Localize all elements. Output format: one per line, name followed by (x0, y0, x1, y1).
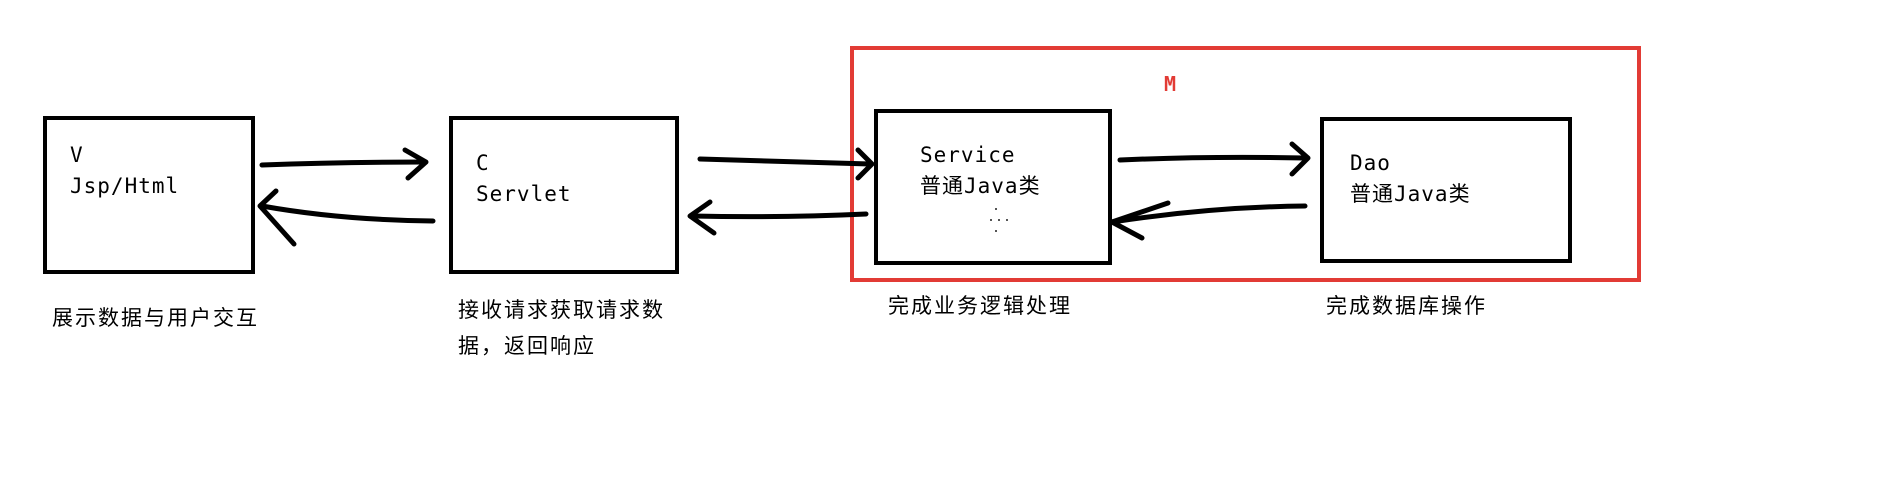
arrow-service-to-dao (1117, 141, 1311, 177)
view-technology: Jsp/Html (70, 174, 180, 198)
model-group-label: M (1164, 72, 1177, 96)
service-box-label: Service 普通Java类 (920, 140, 1041, 202)
service-box-dots (990, 208, 1008, 232)
view-layer-letter: V (70, 143, 84, 167)
arrow-service-to-controller (687, 199, 869, 236)
controller-caption-line2: 据，返回响应 (458, 334, 596, 358)
controller-box-label: C Servlet (476, 148, 572, 210)
controller-caption: 接收请求获取请求数 据，返回响应 (458, 292, 665, 364)
arrow-dao-to-service (1109, 200, 1308, 241)
service-name: Service (920, 143, 1016, 167)
dao-caption: 完成数据库操作 (1326, 294, 1487, 318)
dao-box (1320, 117, 1572, 263)
controller-technology: Servlet (476, 182, 572, 206)
dao-description: 普通Java类 (1350, 182, 1471, 206)
arrow-controller-to-view (257, 188, 436, 247)
controller-caption-line1: 接收请求获取请求数 (458, 298, 665, 322)
controller-layer-letter: C (476, 151, 490, 175)
view-caption: 展示数据与用户交互 (52, 306, 259, 330)
service-description: 普通Java类 (920, 174, 1041, 198)
view-box-label: V Jsp/Html (70, 140, 179, 202)
arrow-view-to-controller (259, 147, 429, 181)
arrow-controller-to-service (697, 147, 875, 181)
service-caption: 完成业务逻辑处理 (888, 294, 1072, 318)
dao-name: Dao (1350, 151, 1391, 175)
view-box (43, 116, 255, 274)
service-box (874, 109, 1112, 265)
dao-box-label: Dao 普通Java类 (1350, 148, 1471, 210)
controller-box (449, 116, 679, 274)
